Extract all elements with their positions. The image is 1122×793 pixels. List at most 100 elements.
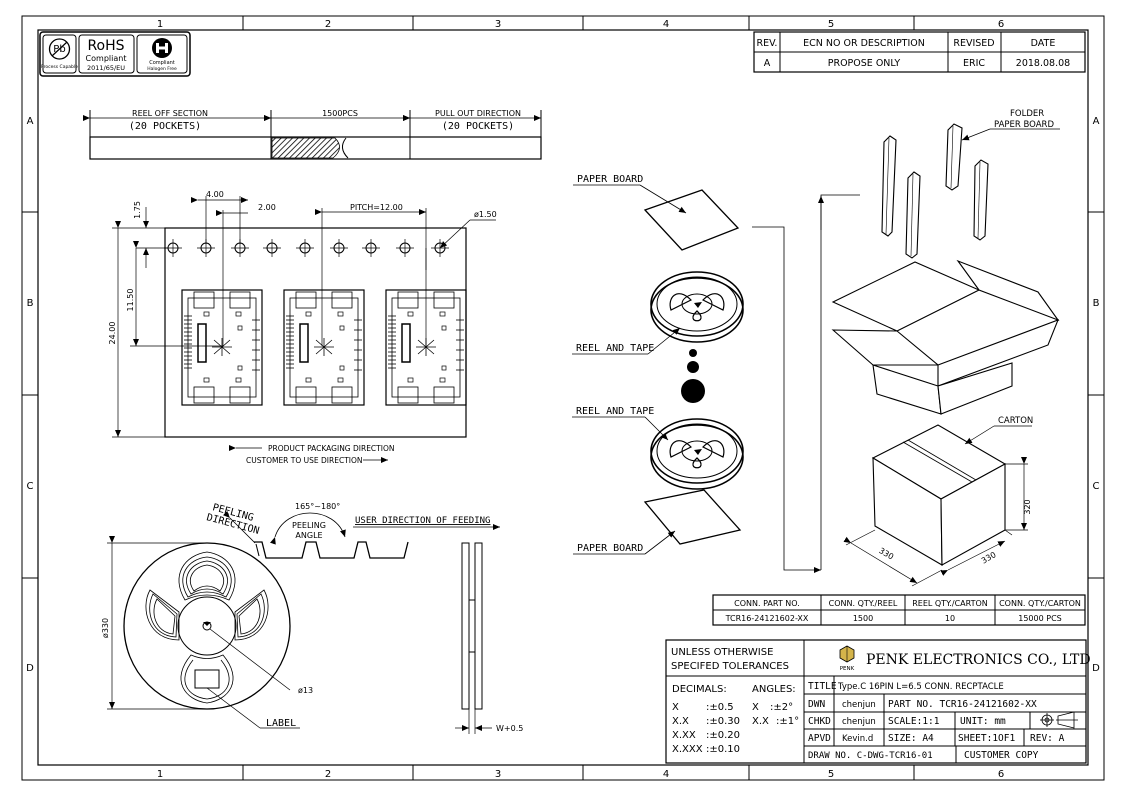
svg-text:TCR16-24121602-XX: TCR16-24121602-XX xyxy=(725,614,809,623)
svg-text:USER DIRECTION OF FEEDING: USER DIRECTION OF FEEDING xyxy=(355,516,490,526)
row-label: C xyxy=(27,481,34,492)
svg-text:REEL QTY./CARTON: REEL QTY./CARTON xyxy=(912,599,988,608)
svg-text:SCALE:1:1: SCALE:1:1 xyxy=(888,716,940,727)
svg-text:ECN NO OR DESCRIPTION: ECN NO OR DESCRIPTION xyxy=(803,38,925,49)
svg-text:DATE: DATE xyxy=(1031,38,1056,49)
svg-text:CHKD: CHKD xyxy=(808,716,831,727)
svg-text::±0.10: :±0.10 xyxy=(706,744,740,755)
svg-text:(20 POCKETS): (20 POCKETS) xyxy=(129,121,201,132)
svg-text:24.00: 24.00 xyxy=(108,322,117,345)
column-label: 4 xyxy=(663,19,669,30)
svg-text:2.00: 2.00 xyxy=(258,203,276,212)
svg-text:ANGLE: ANGLE xyxy=(295,531,322,540)
column-label: 6 xyxy=(998,19,1004,30)
svg-text:1.75: 1.75 xyxy=(133,201,142,219)
svg-text:Kevin.d: Kevin.d xyxy=(842,734,873,744)
reel-drawing: ø330 ø13 LABEL PEELING DIRECTION 165°~18… xyxy=(101,502,523,734)
svg-text:REVISED: REVISED xyxy=(953,38,994,49)
column-label: 3 xyxy=(495,19,501,30)
svg-text:LABEL: LABEL xyxy=(266,718,296,729)
svg-text:CONN. QTY./CARTON: CONN. QTY./CARTON xyxy=(999,599,1081,608)
svg-text:Type.C 16PIN L=6.5 CONN. RECPT: Type.C 16PIN L=6.5 CONN. RECPTACLE xyxy=(837,682,1004,692)
svg-text:APVD: APVD xyxy=(808,733,831,744)
svg-text:CONN. PART NO.: CONN. PART NO. xyxy=(734,599,800,608)
svg-text:Compliant: Compliant xyxy=(149,60,175,66)
svg-text:FOLDER: FOLDER xyxy=(1010,109,1044,119)
svg-text:ø330: ø330 xyxy=(101,618,110,638)
svg-text:10: 10 xyxy=(945,614,955,623)
svg-text:PROPOSE ONLY: PROPOSE ONLY xyxy=(828,58,901,69)
svg-text:REEL OFF SECTION: REEL OFF SECTION xyxy=(132,109,208,118)
carrier-tape-detail: 4.00 2.00 PITCH=12.00 ø1.50 1.75 11.50 2… xyxy=(108,190,497,465)
svg-text:X: X xyxy=(672,702,679,713)
svg-text:(20 POCKETS): (20 POCKETS) xyxy=(442,121,514,132)
svg-text:1500PCS: 1500PCS xyxy=(322,109,358,118)
row-label: A xyxy=(27,116,34,127)
svg-text:330: 330 xyxy=(877,546,895,561)
svg-text:X.XXX: X.XXX xyxy=(672,744,703,755)
compliance-logos: Pb Process Capable RoHS Compliant 2011/6… xyxy=(39,31,191,77)
svg-text:PAPER BOARD: PAPER BOARD xyxy=(577,174,643,185)
svg-text:DRAW NO. C-DWG-TCR16-01: DRAW NO. C-DWG-TCR16-01 xyxy=(808,751,933,761)
svg-text:TITLE: TITLE xyxy=(808,681,837,692)
svg-text:ERIC: ERIC xyxy=(963,58,985,69)
svg-text:UNIT: mm: UNIT: mm xyxy=(960,716,1006,727)
svg-text:SIZE: A4: SIZE: A4 xyxy=(888,733,934,744)
svg-text:PENK ELECTRONICS CO., LTD: PENK ELECTRONICS CO., LTD xyxy=(866,652,1091,668)
svg-text:Compliant: Compliant xyxy=(86,54,127,63)
svg-text:Process Capable: Process Capable xyxy=(41,64,78,70)
svg-text:CARTON: CARTON xyxy=(998,416,1033,426)
svg-text:X.X: X.X xyxy=(672,716,689,727)
svg-text:DECIMALS:: DECIMALS: xyxy=(672,684,727,695)
svg-text:SPECIFED TOLERANCES: SPECIFED TOLERANCES xyxy=(671,661,789,672)
svg-text:PAPER BOARD: PAPER BOARD xyxy=(994,120,1054,130)
svg-text:PART NO. TCR16-24121602-XX: PART NO. TCR16-24121602-XX xyxy=(888,699,1037,710)
svg-text:ø13: ø13 xyxy=(298,686,313,695)
svg-text:2018.08.08: 2018.08.08 xyxy=(1016,58,1070,69)
svg-text:PULL OUT DIRECTION: PULL OUT DIRECTION xyxy=(435,109,521,118)
svg-text:CUSTOMER TO USE DIRECTION: CUSTOMER TO USE DIRECTION xyxy=(246,456,363,465)
row-label: C xyxy=(1093,481,1100,492)
svg-text::±0.30: :±0.30 xyxy=(706,716,740,727)
column-label: 5 xyxy=(828,19,834,30)
svg-text:1500: 1500 xyxy=(853,614,873,623)
svg-text:4.00: 4.00 xyxy=(206,190,224,199)
svg-text:X.X: X.X xyxy=(752,716,769,727)
pb-free-icon xyxy=(48,38,71,60)
svg-text::±0.5: :±0.5 xyxy=(706,702,734,713)
column-label: 5 xyxy=(828,769,834,780)
svg-text:ø1.50: ø1.50 xyxy=(474,210,497,219)
svg-text:Halogen Free: Halogen Free xyxy=(147,66,177,72)
svg-text:CONN. QTY./REEL: CONN. QTY./REEL xyxy=(829,599,898,608)
title-block: UNLESS OTHERWISE SPECIFED TOLERANCES DEC… xyxy=(665,639,1091,764)
svg-text:REEL AND TAPE: REEL AND TAPE xyxy=(576,343,654,354)
svg-text:UNLESS OTHERWISE: UNLESS OTHERWISE xyxy=(671,647,773,658)
svg-text:RoHS: RoHS xyxy=(87,38,124,54)
svg-text:chenjun: chenjun xyxy=(842,700,876,710)
svg-text:REV: A: REV: A xyxy=(1030,733,1065,744)
column-label: 2 xyxy=(325,19,331,30)
svg-text:PENK: PENK xyxy=(840,666,855,672)
row-label: B xyxy=(27,298,34,309)
svg-text:Pb: Pb xyxy=(53,44,65,55)
svg-text:15000 PCS: 15000 PCS xyxy=(1018,614,1061,623)
exploded-view: PAPER BOARD REEL AND TAPE REEL AND TAPE … xyxy=(572,109,1060,587)
svg-text::±2°: :±2° xyxy=(770,702,793,713)
svg-text:DWN: DWN xyxy=(808,699,825,710)
svg-text::±1°: :±1° xyxy=(776,716,799,727)
svg-text:CUSTOMER COPY: CUSTOMER COPY xyxy=(964,750,1039,761)
column-label: 6 xyxy=(998,769,1004,780)
column-label: 1 xyxy=(157,19,163,30)
svg-text:X.XX: X.XX xyxy=(672,730,696,741)
svg-text:chenjun: chenjun xyxy=(842,717,876,727)
svg-text:PRODUCT PACKAGING DIRECTION: PRODUCT PACKAGING DIRECTION xyxy=(268,444,394,453)
svg-text:320: 320 xyxy=(1023,499,1032,514)
svg-text:REEL AND TAPE: REEL AND TAPE xyxy=(576,406,654,417)
svg-text:11.50: 11.50 xyxy=(126,289,135,312)
svg-text:A: A xyxy=(764,58,771,69)
row-label: A xyxy=(1093,116,1100,127)
svg-text:SHEET:1OF1: SHEET:1OF1 xyxy=(958,733,1015,744)
svg-text:REV.: REV. xyxy=(757,38,778,49)
projection-symbol-icon xyxy=(1040,711,1078,729)
